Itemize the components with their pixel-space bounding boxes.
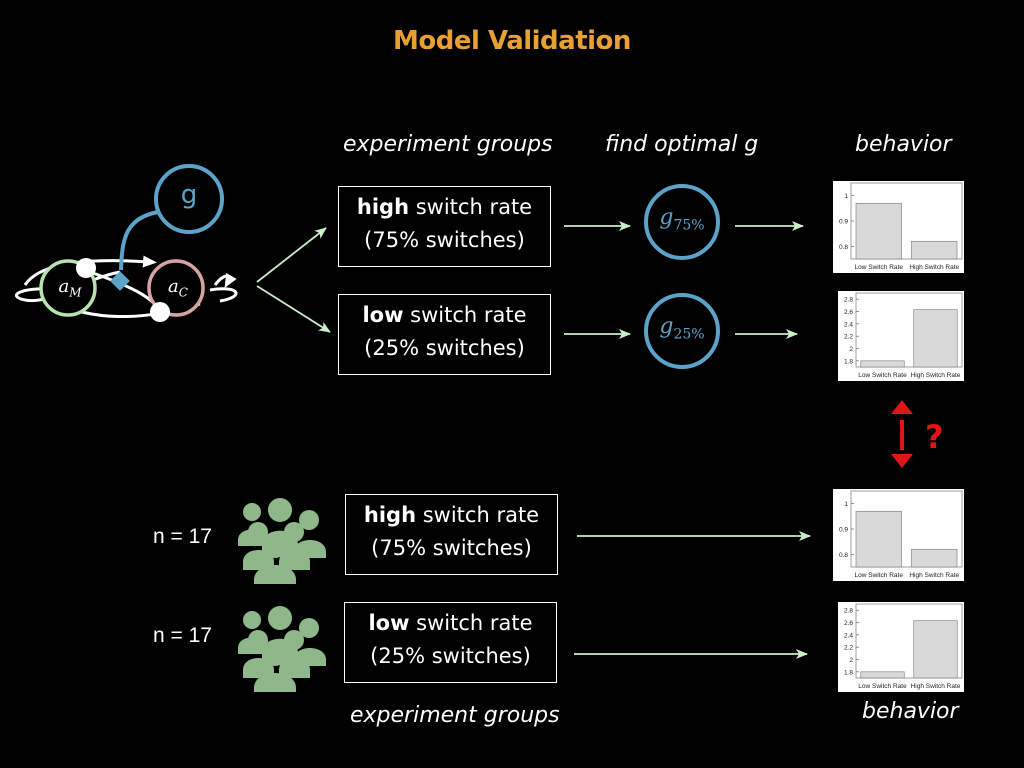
ytick-label: 2 <box>849 346 853 353</box>
heading-experiment-groups-bottom: experiment groups <box>350 703 560 728</box>
bar <box>855 510 902 568</box>
ytick-label: 1 <box>844 193 848 200</box>
node-ac-circle <box>147 259 205 317</box>
heading-find-optimal-g: find optimal g <box>605 132 759 157</box>
heading-behavior-bottom: behavior <box>862 699 959 724</box>
split-arrow-down <box>256 285 331 333</box>
ytick-label: 0.8 <box>839 244 848 251</box>
g25-circle <box>644 293 720 369</box>
page-title: Model Validation <box>393 26 631 56</box>
n-high-label: n = 17 <box>153 525 212 548</box>
box-human-high: high switch rate (75% switches) <box>345 494 558 575</box>
bar <box>860 671 905 679</box>
xtick-label: Low Switch Rate <box>855 264 904 271</box>
ytick-label: 1.8 <box>844 358 853 365</box>
ytick-label: 2.6 <box>844 309 853 316</box>
split-arrow-up <box>256 227 327 283</box>
heading-behavior: behavior <box>855 132 952 157</box>
compare-question-mark: ? <box>925 418 944 456</box>
xtick-label: High Switch Rate <box>909 264 959 271</box>
model-diagram <box>14 164 331 333</box>
box-model-low: low switch rate (25% switches) <box>338 294 551 375</box>
node-ac-label: aC <box>168 276 188 300</box>
ytick-label: 2.8 <box>844 608 853 615</box>
xtick-label: Low Switch Rate <box>858 683 907 690</box>
ytick-label: 1 <box>844 501 848 508</box>
people-group-icon-low <box>238 606 326 692</box>
ytick-label: 2.2 <box>844 334 853 341</box>
g-node-circle <box>154 164 224 234</box>
ytick-label: 2.8 <box>844 297 853 304</box>
g75-label: g75% <box>659 205 705 234</box>
g75-circle <box>644 184 720 260</box>
box-human-low: low switch rate (25% switches) <box>344 602 557 683</box>
bar <box>913 620 958 679</box>
ytick-label: 1.8 <box>844 669 853 676</box>
node-am-label: aM <box>58 276 82 300</box>
ytick-label: 2.6 <box>844 620 853 627</box>
xtick-label: High Switch Rate <box>911 372 961 379</box>
ytick-label: 2.4 <box>844 632 853 639</box>
n-low-label: n = 17 <box>153 624 212 647</box>
people-group-icon-high <box>238 498 326 584</box>
ytick-label: 2.2 <box>844 645 853 652</box>
ytick-label: 2 <box>849 657 853 664</box>
ytick-label: 0.8 <box>839 552 848 559</box>
xtick-label: Low Switch Rate <box>855 572 904 579</box>
ytick-label: 0.9 <box>839 219 848 226</box>
bar <box>860 360 905 368</box>
xtick-label: Low Switch Rate <box>858 372 907 379</box>
ytick-label: 2.4 <box>844 321 853 328</box>
bar <box>913 309 958 368</box>
box-model-high: high switch rate (75% switches) <box>338 186 551 267</box>
bar <box>911 240 958 260</box>
bar <box>855 202 902 260</box>
xtick-label: High Switch Rate <box>911 683 961 690</box>
g-label: g <box>180 180 198 210</box>
bar <box>911 548 958 568</box>
ytick-label: 0.9 <box>839 527 848 534</box>
heading-experiment-groups: experiment groups <box>343 132 553 157</box>
g25-label: g25% <box>659 314 705 343</box>
xtick-label: High Switch Rate <box>909 572 959 579</box>
